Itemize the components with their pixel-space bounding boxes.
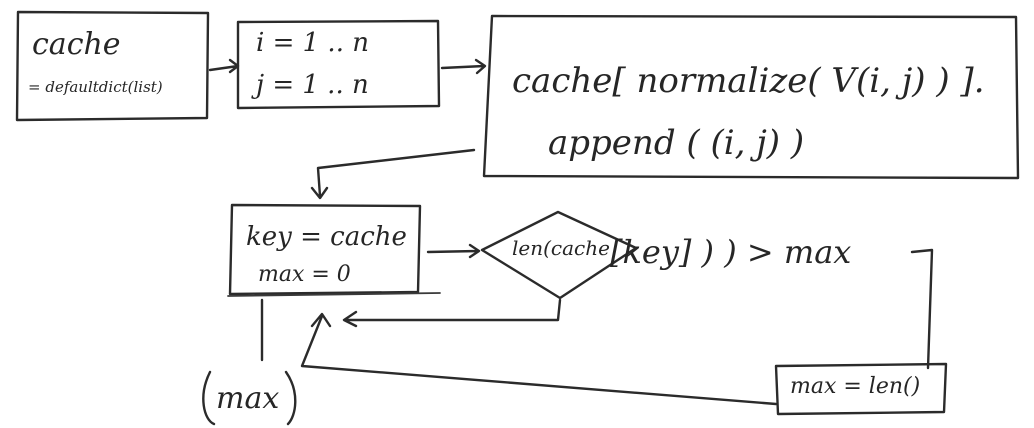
condition-diamond-text: len(cache [512,236,610,260]
condition-diamond [480,210,638,300]
arrow-append-to-key [310,148,476,200]
append-line2: append ( (i, j) ) [548,123,805,163]
append-line1: cache[ normalize( V(i, j) ) ]. [512,61,985,101]
arrow-loops-to-append [440,58,487,75]
update-box [774,362,948,416]
update-text: max = len() [790,374,921,399]
arrow-update-to-key [300,312,778,406]
arrow-condition-back [342,298,562,328]
cache-init-line1: cache [32,27,121,62]
condition-trailing-text: [key] ) ) > max [610,233,852,271]
loops-line1: i = 1 .. n [256,28,369,58]
key-box-underline [227,292,441,297]
result-shape [202,370,297,426]
cache-init-line2: = defaultdict(list) [28,78,163,96]
key-init-line2: max = 0 [258,262,351,287]
arrow-key-to-condition [426,243,481,259]
append-box [482,14,1020,180]
arrow-cache-to-loops [208,58,240,74]
loops-box [236,19,441,110]
arrow-condition-to-update [910,248,934,370]
key-init-box [228,203,422,296]
key-init-line1: key = cache [246,222,407,252]
cache-init-box [15,10,210,122]
result-text: max [216,381,280,416]
loops-line2: j = 1 .. n [256,70,369,100]
